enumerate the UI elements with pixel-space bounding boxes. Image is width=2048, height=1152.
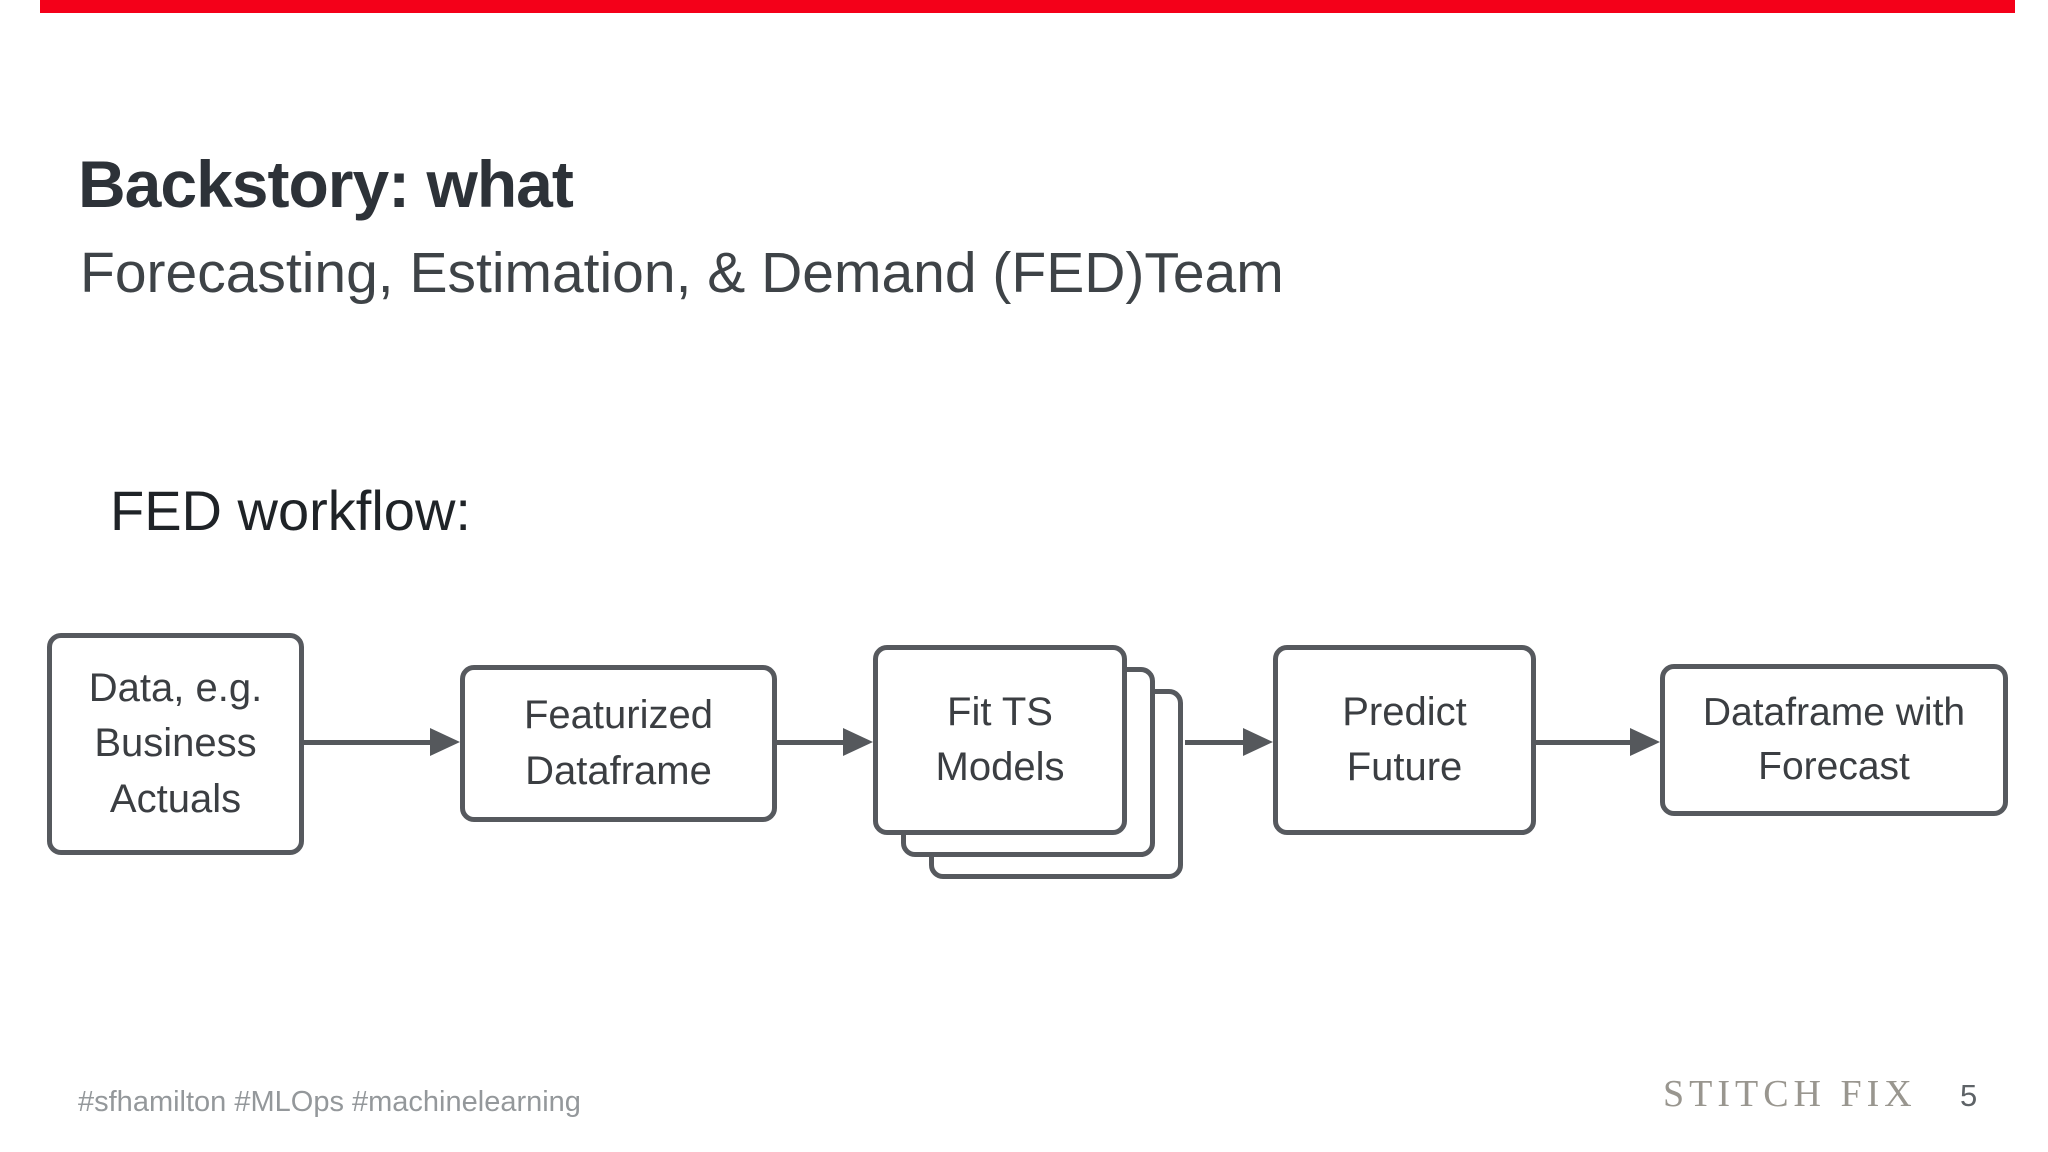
stitch-fix-logo: STITCH FIX (1663, 1073, 1917, 1115)
flow-node-fit-ts-models: Fit TS Models (873, 645, 1127, 835)
flow-node-label: Data, e.g. Business Actuals (88, 666, 263, 821)
page-number: 5 (1960, 1078, 1978, 1113)
arrow-line (777, 740, 847, 745)
flow-node-label: Fit TS Models (935, 689, 1065, 789)
arrow-head (843, 728, 873, 756)
arrow-head (430, 728, 460, 756)
flow-node-predict-future: Predict Future (1273, 645, 1536, 835)
workflow-heading: FED workflow: (110, 479, 471, 542)
flow-node-label: Featurized Dataframe (524, 693, 713, 793)
footer-hashtags: #sfhamilton #MLOps #machinelearning (78, 1086, 581, 1118)
slide-title: Backstory: what (78, 147, 574, 221)
arrow-head (1630, 728, 1660, 756)
arrow-line (1536, 740, 1634, 745)
flow-arrow-3 (1185, 728, 1273, 756)
arrow-line (1185, 740, 1247, 745)
slide-subtitle: Forecasting, Estimation, & Demand (FED)T… (80, 241, 1284, 305)
arrow-line (304, 740, 434, 745)
flow-node-data-actuals: Data, e.g. Business Actuals (47, 633, 304, 855)
flow-node-featurized-dataframe: Featurized Dataframe (460, 665, 777, 822)
flow-node-label: Dataframe with Forecast (1702, 691, 1966, 788)
flow-arrow-2 (777, 728, 873, 756)
top-accent-bar (40, 0, 2015, 13)
flow-node-fit-ts-models-stack: Fit TS Models (873, 645, 1183, 879)
flow-node-label: Predict Future (1342, 689, 1467, 789)
arrow-head (1243, 728, 1273, 756)
flow-arrow-1 (304, 728, 460, 756)
flow-arrow-4 (1536, 728, 1660, 756)
flow-node-dataframe-forecast: Dataframe with Forecast (1660, 664, 2008, 816)
